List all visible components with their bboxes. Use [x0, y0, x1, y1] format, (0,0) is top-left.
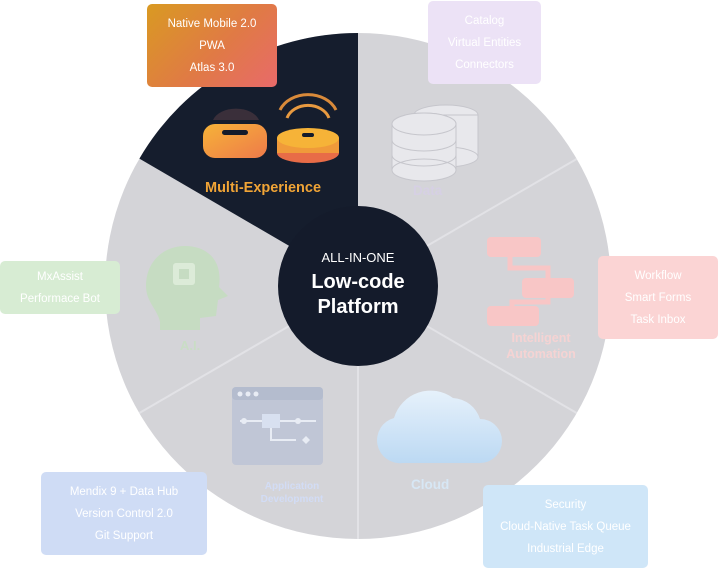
feature-item: Mendix 9 + Data Hub	[69, 485, 179, 498]
database-icon	[391, 104, 479, 182]
wireless-device-icon	[277, 93, 339, 163]
feature-item: Task Inbox	[630, 313, 686, 326]
feature-item: Version Control 2.0	[75, 507, 173, 520]
feature-item: Catalog	[464, 14, 505, 27]
feature-item: Smart Forms	[624, 291, 692, 304]
feature-item: Cloud-Native Task Queue	[500, 520, 631, 533]
feature-item: MxAssist	[37, 270, 83, 283]
label-data: Data	[413, 183, 443, 198]
label-multi-experience: Multi-Experience	[205, 180, 322, 196]
feature-card-intelligent-automation: Workflow Smart Forms Task Inbox	[598, 256, 718, 339]
hub-title: Low-code Platform	[311, 271, 405, 318]
feature-item: Atlas 3.0	[189, 61, 235, 74]
feature-item: PWA	[199, 39, 225, 52]
feature-card-data: Catalog Virtual Entities Connectors	[428, 1, 541, 84]
vr-headset-icon	[203, 108, 267, 158]
feature-item: Native Mobile 2.0	[167, 17, 257, 30]
feature-item: Git Support	[94, 529, 154, 542]
feature-card-multi-experience: Native Mobile 2.0 PWA Atlas 3.0	[147, 4, 277, 87]
feature-card-ai: MxAssist Performace Bot	[0, 261, 120, 314]
feature-item: Virtual Entities	[447, 36, 522, 49]
label-application-development: Application Development	[260, 481, 324, 505]
feature-card-application-development: Mendix 9 + Data Hub Version Control 2.0 …	[41, 472, 207, 555]
label-intelligent-automation: Intelligent Automation	[506, 331, 576, 361]
app-window-icon	[232, 387, 323, 465]
head-with-chip-icon	[146, 246, 228, 330]
feature-item: Connectors	[455, 58, 514, 71]
feature-item: Workflow	[634, 269, 682, 282]
feature-item: Security	[544, 498, 587, 511]
platform-hub	[278, 206, 438, 366]
label-cloud: Cloud	[411, 477, 450, 492]
feature-card-cloud: Security Cloud-Native Task Queue Industr…	[483, 485, 648, 568]
hub-eyebrow: ALL-IN-ONE	[321, 250, 395, 265]
workflow-icon	[487, 237, 574, 326]
cloud-icon	[377, 390, 502, 464]
feature-item: Industrial Edge	[527, 542, 604, 555]
feature-item: Performace Bot	[20, 292, 100, 305]
label-ai: A.I.	[180, 338, 201, 353]
